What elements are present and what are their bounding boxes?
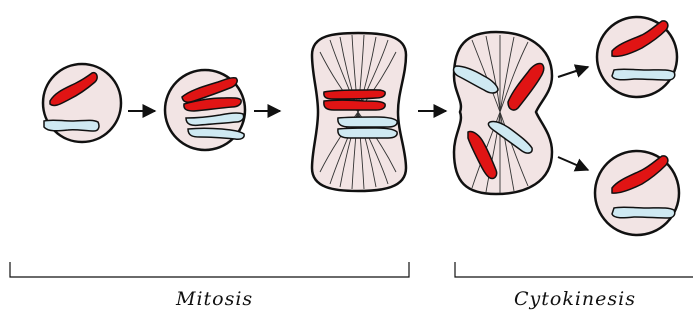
blue-chromosome — [612, 207, 675, 218]
arrow-4-down — [558, 157, 588, 170]
daughter-cell-top — [597, 17, 677, 97]
blue-chromosome-aligned-a — [338, 117, 397, 127]
cytokinesis-label: Cytokinesis — [514, 288, 636, 310]
mitosis-bracket — [10, 262, 409, 277]
blue-chromosome-aligned-b — [338, 128, 397, 138]
interphase-cell — [43, 64, 121, 142]
cytokinesis-bracket — [455, 262, 693, 277]
arrow-4-up — [558, 67, 588, 77]
red-chromosome-aligned-a — [324, 90, 385, 99]
blue-chromosome — [44, 120, 99, 131]
blue-chromosome — [612, 69, 675, 80]
dividing-cell — [454, 32, 552, 194]
daughter-cell-bottom — [595, 151, 679, 235]
prophase-cell — [165, 70, 245, 150]
mitosis-label: Mitosis — [176, 288, 253, 310]
red-chromosome-aligned-b — [324, 100, 385, 110]
metaphase-cell — [312, 33, 406, 191]
